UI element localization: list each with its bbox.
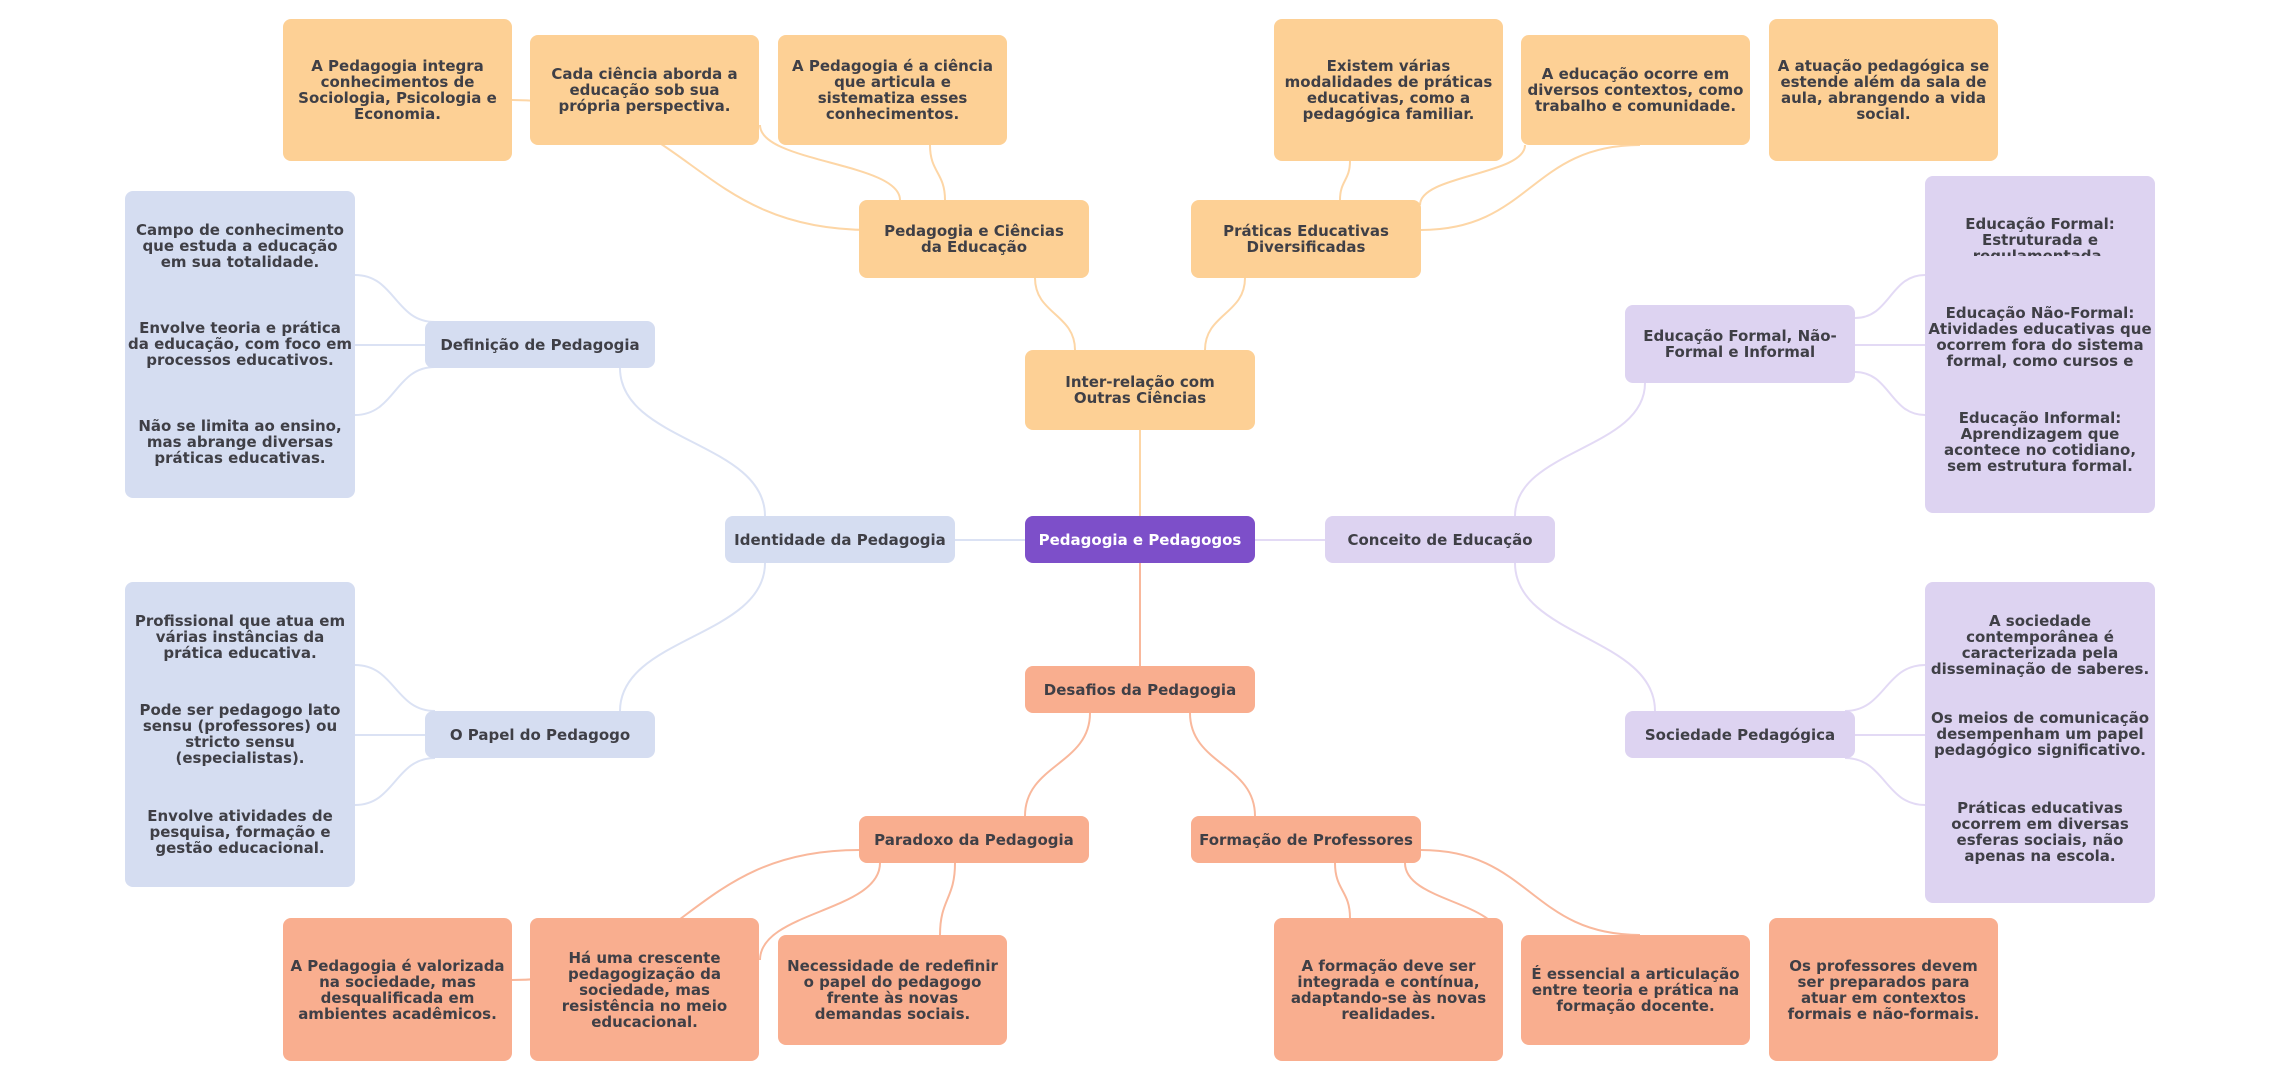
link-conceito-sociedade [1514,562,1656,712]
leaf-sociedade-2[interactable]: Os meios de comunicação desempenham um p… [1930,710,2150,758]
link-papel-leaf3 [354,757,436,806]
link-sociedade-leaf3 [1844,757,1926,806]
leaf-definicao-2[interactable]: Envolve teoria e prática da educação, co… [127,320,353,368]
branch-conceito[interactable]: Conceito de Educação [1325,516,1555,563]
leaf-papel-2[interactable]: Pode ser pedagogo lato sensu (professore… [139,702,341,766]
link-interrelacao-praticas [1204,277,1246,351]
leaf-ciencias-1[interactable]: A Pedagogia integra conhecimentos de Soc… [283,19,512,161]
leaf-formacao-2[interactable]: É essencial a articulação entre teoria e… [1521,935,1750,1045]
leaf-sociedade-1[interactable]: A sociedade contemporânea é caracterizad… [1930,613,2150,677]
link-definicao-leaf3 [354,366,436,416]
subtopic-formacao-professores[interactable]: Formação de Professores [1191,816,1421,863]
leaf-papel-1[interactable]: Profissional que atua em várias instânci… [134,613,346,661]
leaf-definicao-1[interactable]: Campo de conhecimento que estuda a educa… [136,222,344,270]
leaf-ciencias-3[interactable]: A Pedagogia é a ciência que articula e s… [778,35,1007,145]
link-formal-leaf3 [1854,371,1926,416]
leaf-educacao-formal[interactable]: Educação Formal: Estruturada e regulamen… [1965,216,2115,256]
link-praticas-leaf3 [1420,144,1641,231]
leaf-formacao-3[interactable]: Os professores devem ser preparados para… [1769,918,1998,1061]
link-desafios-paradoxo [1024,712,1091,817]
leaf-paradoxo-3[interactable]: Necessidade de redefinir o papel do peda… [778,935,1007,1045]
subtopic-praticas-educativas[interactable]: Práticas Educativas Diversificadas [1191,200,1421,278]
subtopic-sociedade-pedagogica[interactable]: Sociedade Pedagógica [1625,711,1855,758]
leaf-ciencias-2[interactable]: Cada ciência aborda a educação sob sua p… [530,35,759,145]
leaf-definicao-3[interactable]: Não se limita ao ensino, mas abrange div… [138,418,342,466]
link-papel-leaf1 [354,664,436,712]
link-ciencias-leaf3 [929,144,946,201]
subtopic-paradoxo[interactable]: Paradoxo da Pedagogia [859,816,1089,863]
subtopic-educacao-formal[interactable]: Educação Formal, Não-Formal e Informal [1625,305,1855,383]
leaf-papel-3[interactable]: Envolve atividades de pesquisa, formação… [147,808,333,856]
leaf-educacao-nao-formal[interactable]: Educação Não-Formal: Atividades educativ… [1928,305,2152,369]
leaf-praticas-3[interactable]: A atuação pedagógica se estende além da … [1769,19,1998,161]
link-ciencias-leaf2 [759,124,901,201]
leaf-educacao-informal[interactable]: Educação Informal: Aprendizagem que acon… [1943,410,2137,474]
link-desafios-formacao [1189,712,1256,817]
link-paradoxo-leaf3 [939,862,956,936]
link-formal-leaf1 [1854,274,1926,319]
link-formacao-leaf1 [1334,862,1351,919]
leaf-group-educacao: Educação Formal: Estruturada e regulamen… [1925,176,2155,513]
leaf-group-papel: Profissional que atua em várias instânci… [125,582,355,887]
link-conceito-formal [1514,382,1646,517]
link-praticas-leaf1 [1339,160,1351,201]
branch-interrelacao[interactable]: Inter-relação com Outras Ciências [1025,350,1255,430]
subtopic-pedagogia-ciencias[interactable]: Pedagogia e Ciências da Educação [859,200,1089,278]
leaf-sociedade-3[interactable]: Práticas educativas ocorrem em diversas … [1951,800,2129,864]
link-paradoxo-leaf2 [759,862,881,961]
link-interrelacao-ciencias [1034,277,1076,351]
link-identidade-definicao [619,367,766,517]
link-identidade-papel [619,562,766,712]
leaf-formacao-1[interactable]: A formação deve ser integrada e contínua… [1274,918,1503,1061]
root-node[interactable]: Pedagogia e Pedagogos [1025,516,1255,563]
subtopic-papel-pedagogo[interactable]: O Papel do Pedagogo [425,711,655,758]
leaf-praticas-2[interactable]: A educação ocorre em diversos contextos,… [1521,35,1750,145]
link-praticas-leaf2 [1419,144,1526,206]
leaf-paradoxo-1[interactable]: A Pedagogia é valorizada na sociedade, m… [283,918,512,1061]
leaf-paradoxo-2[interactable]: Há uma crescente pedagogização da socied… [530,918,759,1061]
link-sociedade-leaf1 [1844,664,1926,712]
branch-desafios[interactable]: Desafios da Pedagogia [1025,666,1255,713]
subtopic-definicao[interactable]: Definição de Pedagogia [425,321,655,368]
leaf-praticas-1[interactable]: Existem várias modalidades de práticas e… [1274,19,1503,161]
link-definicao-leaf1 [354,274,436,323]
leaf-group-definicao: Campo de conhecimento que estuda a educa… [125,191,355,498]
branch-identidade[interactable]: Identidade da Pedagogia [725,516,955,563]
link-formacao-leaf3 [1420,849,1641,936]
leaf-group-sociedade: A sociedade contemporânea é caracterizad… [1925,582,2155,903]
